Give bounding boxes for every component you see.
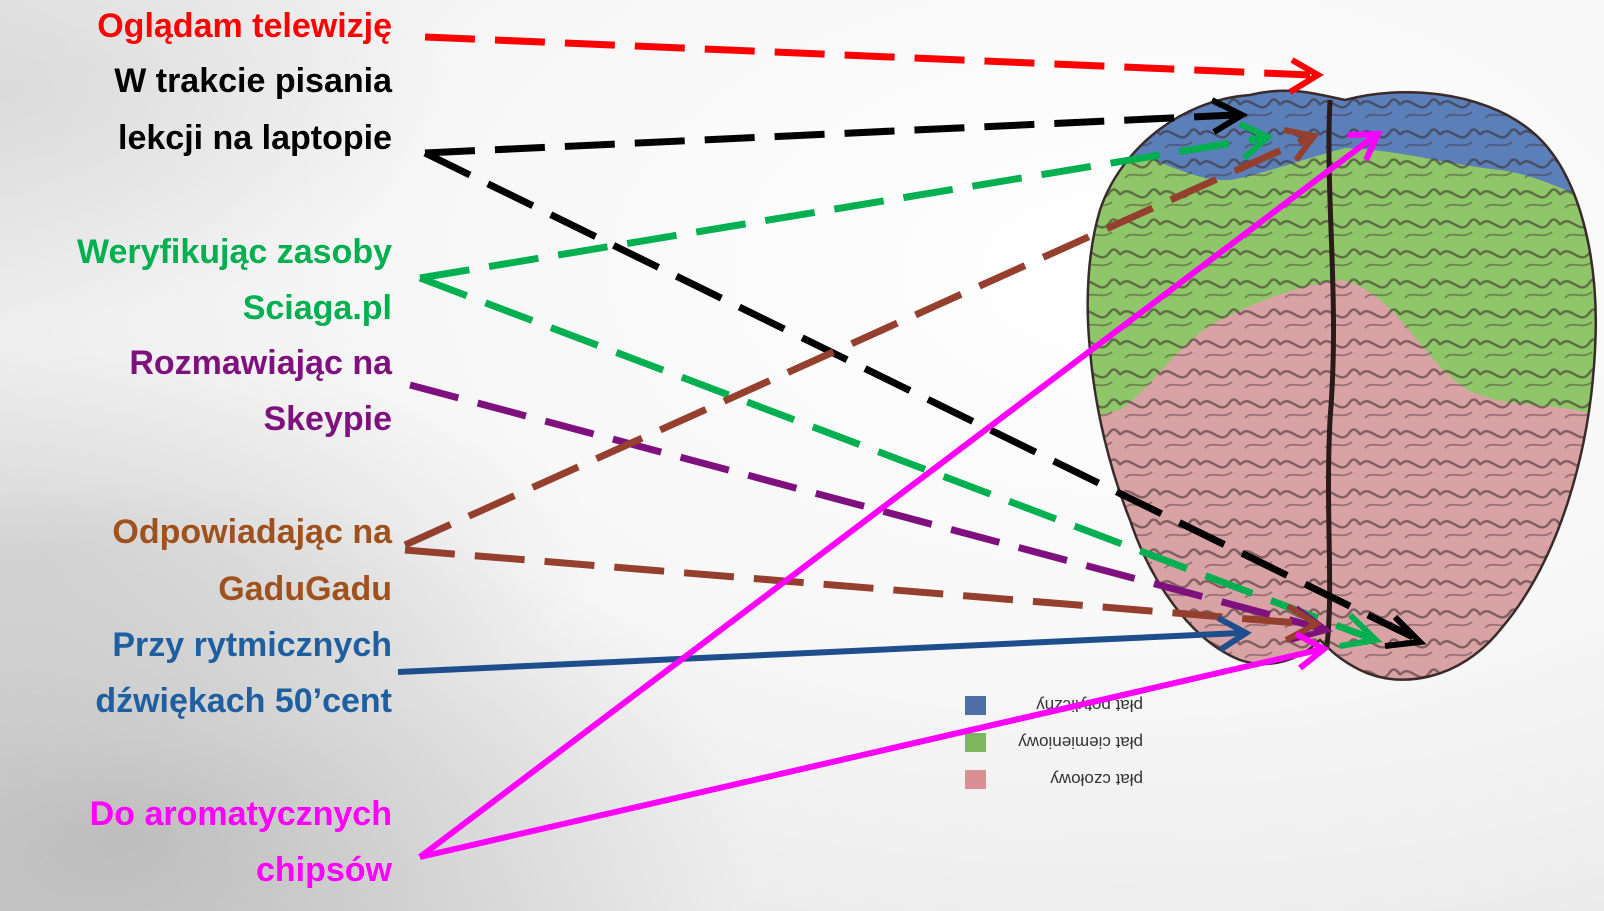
label-music-2: dźwiękach 50’cent xyxy=(95,682,392,720)
label-verifying-2: Sciaga.pl xyxy=(242,289,392,327)
label-watching-tv: Oglądam telewizję xyxy=(97,7,392,45)
arrow-writing-homework-bottom xyxy=(423,149,1427,649)
label-writing-homework-1: W trakcie pisania xyxy=(114,62,392,100)
legend-swatch-parietal xyxy=(965,733,986,752)
label-chips-2: chipsów xyxy=(255,851,392,889)
legend-label-parietal: płat ciemieniowy xyxy=(1018,733,1143,752)
brain-outline xyxy=(1086,89,1597,681)
label-gadugadu-1: Odpowiadając na xyxy=(112,513,392,551)
arrow-writing-homework-top xyxy=(424,97,1249,157)
arrow-chips-bottom xyxy=(419,631,1330,860)
arrow-gadugadu-top xyxy=(403,127,1320,549)
label-writing-homework-2: lekcji na laptopie xyxy=(118,119,392,157)
brain-illustration xyxy=(1087,90,1596,680)
arrow-watching-tv xyxy=(424,33,1324,95)
label-chips-1: Do aromatycznych xyxy=(89,795,392,833)
arrow-verifying-top xyxy=(419,121,1274,282)
arrow-verifying-bottom xyxy=(418,274,1383,649)
arrow-music xyxy=(397,615,1252,675)
legend-label-frontal: płat czołowy xyxy=(1050,770,1143,789)
label-skype-2: Skeypie xyxy=(263,400,392,438)
legend-swatch-frontal xyxy=(965,770,986,789)
label-verifying-1: Weryfikując zasoby xyxy=(77,233,392,271)
label-music-1: Przy rytmicznych xyxy=(112,626,392,664)
label-skype-1: Rozmawiając na xyxy=(129,344,392,382)
label-gadugadu-2: GaduGadu xyxy=(218,570,392,608)
legend-swatch-occipital xyxy=(965,696,986,715)
arrow-chips-top xyxy=(418,130,1383,860)
